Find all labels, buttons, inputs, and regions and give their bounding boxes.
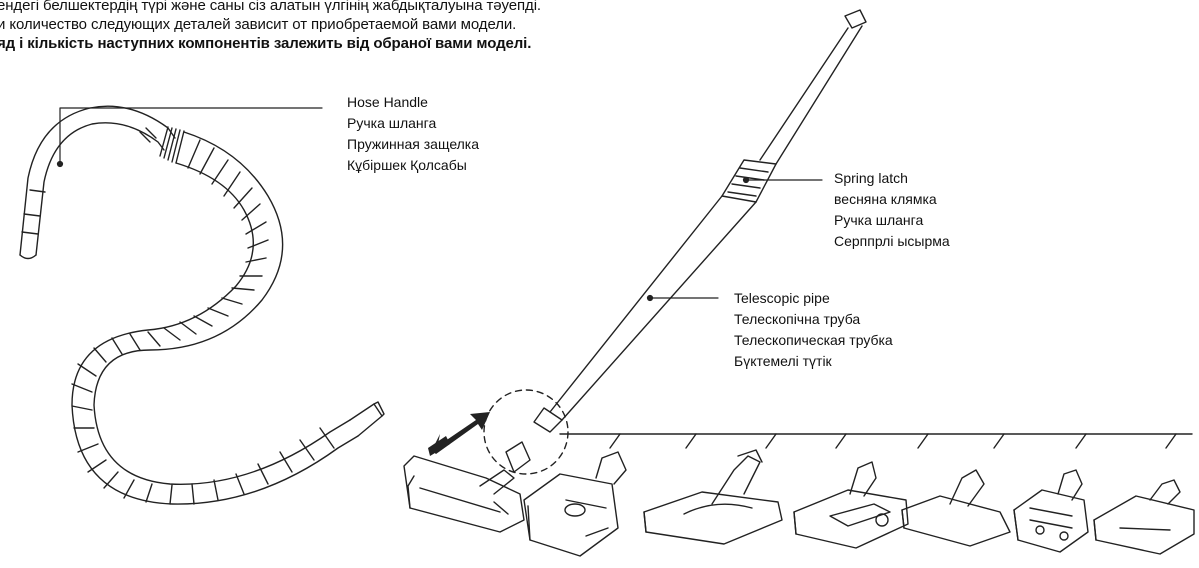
header-line-ukrainian: яд і кількість наступних компонентів зал…	[0, 35, 532, 52]
double-arrow-icon	[428, 412, 490, 456]
combo-nozzle	[793, 461, 909, 549]
telescopic-pipe-label-uk: Телескопічна труба	[734, 311, 861, 327]
turbo-brush-nozzle	[523, 451, 627, 557]
hose-handle-label-en: Hose Handle	[347, 94, 428, 110]
hose-coupling-ribs	[159, 126, 185, 164]
spring-latch-label-uk: весняна клямка	[834, 191, 937, 207]
hose-handle-label: Hose Handle Ручка шланга Пружинная защел…	[347, 92, 479, 176]
hard-floor-nozzle	[901, 469, 1011, 547]
connection-detail-circle	[483, 389, 569, 475]
hose-handle-leader-line	[59, 107, 323, 163]
pet-turbo-nozzle	[1013, 469, 1089, 553]
spring-latch-label-kk: Серппрлі ысырма	[834, 233, 950, 249]
spring-latch-label: Spring latch весняна клямка Ручка шланга…	[834, 168, 950, 252]
spring-latch-label-ru: Ручка шланга	[834, 212, 924, 228]
telescopic-pipe-label-ru: Телескопическая трубка	[734, 332, 893, 348]
hose-handle-label-kk: Кұбіршек Қолсабы	[347, 157, 467, 173]
parquet-nozzle	[643, 449, 783, 545]
hose-illustration	[19, 105, 385, 505]
telescopic-pipe-label: Telescopic pipe Телескопічна труба Телес…	[734, 288, 893, 372]
header-line-russian: и количество следующих деталей зависит о…	[0, 16, 517, 33]
carpet-nozzle	[1093, 479, 1195, 555]
spring-latch-label-en: Spring latch	[834, 170, 908, 186]
hose-handle-label-ru: Пружинная защелка	[347, 136, 480, 152]
telescopic-pipe-illustration	[533, 9, 867, 433]
hose-handle-label-uk: Ручка шланга	[347, 115, 437, 131]
main-floor-nozzle	[403, 441, 531, 533]
telescopic-pipe-label-en: Telescopic pipe	[734, 290, 830, 306]
telescopic-pipe-label-kk: Бүктемелі түтік	[734, 353, 832, 369]
header-line-kazakh: ендегі белшектердің түрі және саны сіз а…	[0, 0, 541, 14]
